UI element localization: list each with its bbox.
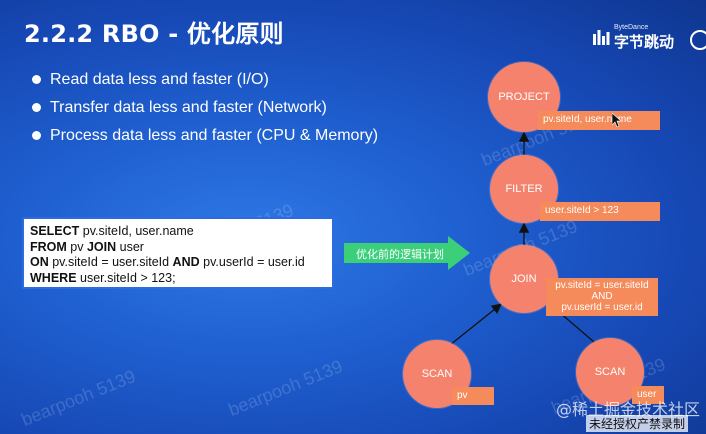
plan-tag-filter: user.siteId > 123 [540, 202, 660, 221]
brand-edge-icon [690, 30, 706, 50]
edge-scan-join [449, 303, 503, 346]
sql-code-box: SELECT pv.siteId, user.name FROM pv JOIN… [22, 217, 334, 289]
plan-tag-scan-user: user [632, 386, 664, 404]
arrow-right-icon [344, 236, 470, 270]
slide-title: 2.2.2 RBO - 优化原则 [24, 20, 284, 48]
brand-logo: ByteDance 字节跳动 [586, 24, 706, 52]
bullet-item: Process data less and faster (CPU & Memo… [32, 126, 378, 154]
plan-tag-scan-pv: pv [452, 387, 494, 405]
sql-line: WHERE user.siteId > 123; [30, 270, 176, 285]
brand-small-text: ByteDance [614, 24, 649, 31]
arrow-label: 优化前的逻辑计划 [356, 248, 444, 261]
mouse-cursor-icon [612, 113, 622, 127]
bullet-text: Process data less and faster (CPU & Memo… [50, 127, 379, 144]
bullet-dot-icon [32, 131, 41, 140]
sql-line: SELECT pv.siteId, user.name [30, 224, 194, 238]
bullet-text: Transfer data less and faster (Network) [50, 99, 327, 116]
sql-line: ON pv.siteId = user.siteId AND pv.userId… [30, 255, 305, 269]
footer-note: 未经授权产禁录制 [586, 415, 689, 432]
footer-watermark: @稀土掘金技术社区 [556, 400, 701, 419]
bullet-text: Read data less and faster (I/O) [50, 71, 269, 88]
bullet-item: Transfer data less and faster (Network) [32, 98, 378, 126]
sql-line: FROM pv JOIN user [30, 239, 144, 254]
plan-tag-project: pv.siteId, user.name [538, 111, 660, 130]
bullet-list: Read data less and faster (I/O) Transfer… [32, 70, 378, 154]
bullet-dot-icon [32, 103, 41, 112]
bullet-item: Read data less and faster (I/O) [32, 70, 378, 98]
bytedance-icon [593, 30, 610, 45]
brand-name: 字节跳动 [614, 33, 675, 51]
plan-tag-join: pv.siteId = user.siteId AND pv.userId = … [546, 278, 658, 316]
logical-plan-arrow: 优化前的逻辑计划 [344, 236, 472, 270]
bullet-dot-icon [32, 75, 41, 84]
